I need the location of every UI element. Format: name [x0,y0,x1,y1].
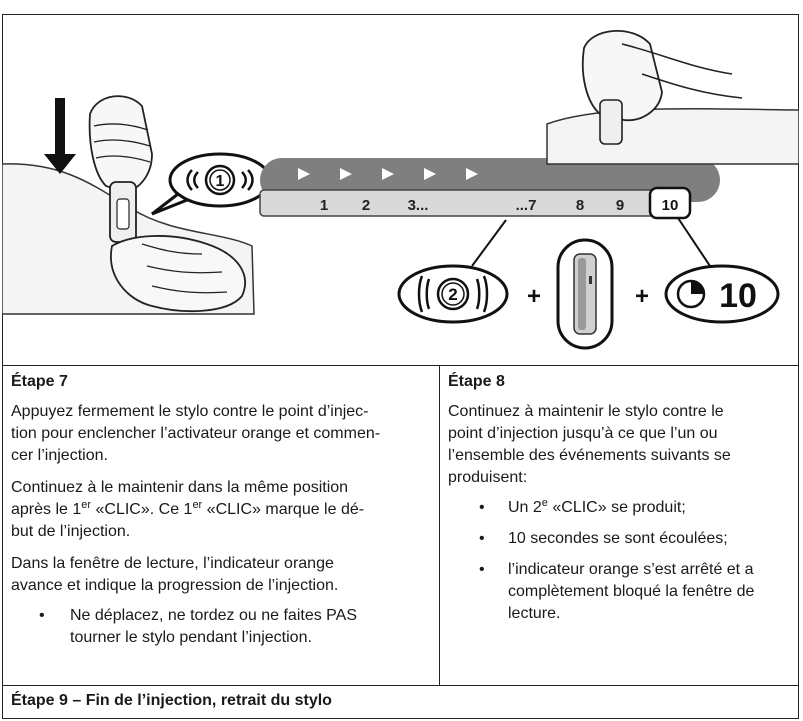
injection-illustration: 1 1 2 3... ...7 8 9 10 [2,14,799,366]
scale-label-3: 3... [408,197,429,214]
list-item: • Ne déplacez, ne tordez ou ne faites PA… [39,607,357,646]
step-8-intro: Continuez à maintenir le stylo contre le… [448,403,731,486]
bullet-icon: • [479,530,485,547]
list-item: • 10 secondes se sont écoulées; [448,528,796,550]
row-divider [2,685,799,686]
bullet-icon: • [39,607,45,624]
hand-holding-pen-right [546,30,799,165]
step-7-paragraph-3: Dans la fenêtre de lecture, l’indicateur… [11,555,339,594]
step-9-title: Étape 9 – Fin de l’injection, retrait du… [11,692,332,709]
pen-window-icon [556,238,614,350]
scale-label-8: 8 [576,197,584,214]
list-item: • l’indicateur orange s’est arrêté et a … [479,561,755,622]
hand-holding-pen-left [88,95,153,243]
scale-label-1: 1 [320,197,328,214]
click-1-number: 1 [216,173,225,190]
hand-pinching-skin [110,235,246,313]
scale-label-7: ...7 [516,197,537,214]
connector-line-10 [677,217,711,267]
instruction-table [2,14,799,719]
scale-label-9: 9 [616,197,624,214]
step-7-paragraph-2: Continuez à le maintenir dans la même po… [11,479,365,540]
step-8-bullet-list: • Un 2e «CLIC» se produit; • 10 secondes… [448,497,796,625]
plus-sign-2: + [635,283,649,310]
connector-line-7 [471,219,507,267]
down-arrow-icon [44,98,76,174]
step-8-title: Étape 8 [448,373,505,390]
progress-timeline: 1 2 3... ...7 8 9 10 [259,158,720,220]
step-8-cell: Étape 8 Continuez à maintenir le stylo c… [448,371,796,634]
scale-label-2: 2 [362,197,370,214]
list-item: • Un 2e «CLIC» se produit; [448,497,796,519]
step-7-cell: Étape 7 Appuyez fermement le stylo contr… [11,371,431,649]
timer-10-seconds: 10 [664,264,780,324]
click-2-bubble: 2 [397,264,509,324]
click-2-number: 2 [448,285,457,304]
step-7-title: Étape 7 [11,373,68,390]
step-9-cell: Étape 9 – Fin de l’injection, retrait du… [11,690,791,712]
column-divider [439,366,440,685]
scale-label-10: 10 [662,197,679,214]
bullet-icon: • [479,499,485,516]
click-1-bubble: 1 [151,152,272,216]
plus-sign-1: + [527,283,541,310]
step-7-paragraph-1: Appuyez fermement le stylo contre le poi… [11,403,381,464]
step-7-bullet-list: • Ne déplacez, ne tordez ou ne faites PA… [11,605,431,649]
bullet-icon: • [479,561,485,578]
timer-number: 10 [719,277,757,315]
